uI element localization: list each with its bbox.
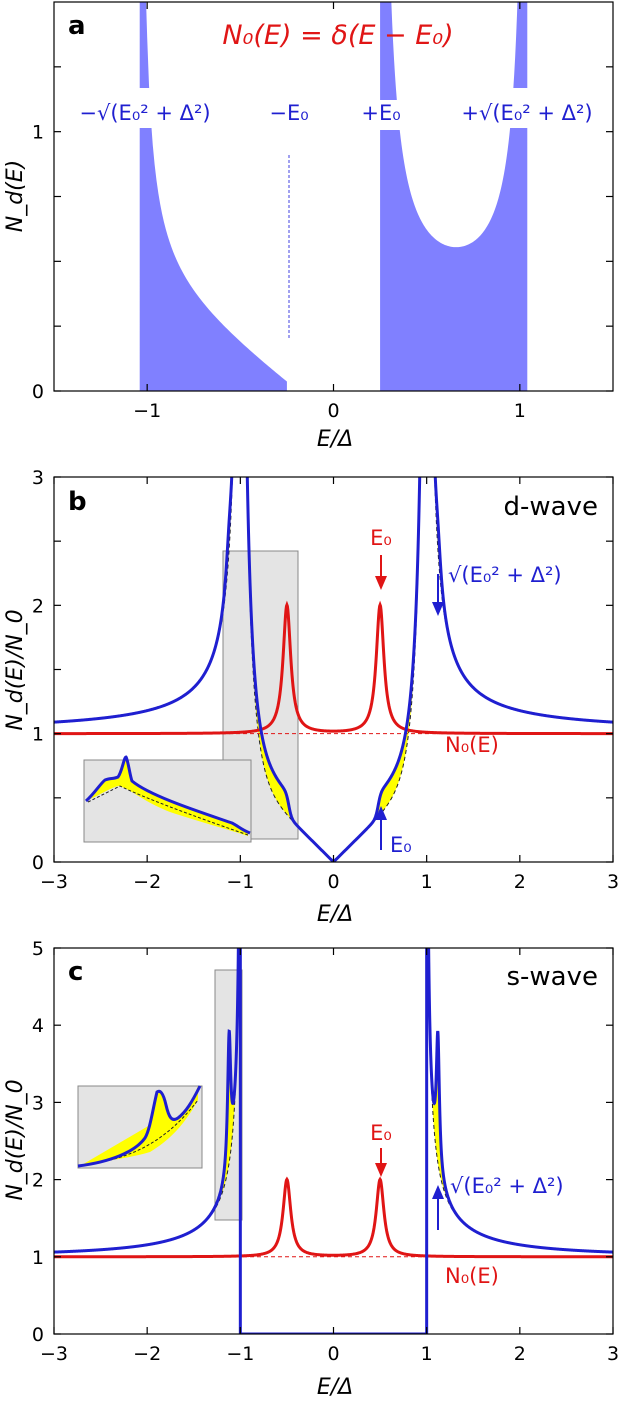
axis-ticks-c: −3 −2 −1 0 1 2 3 0 1 2 3 4 5 (32, 938, 619, 1365)
x-tick-label: 1 (421, 1343, 433, 1365)
x-tick-label: 0 (327, 1343, 339, 1365)
dos-fill-positive (380, 2, 528, 391)
label-bg-minus-sqrt (120, 88, 210, 128)
arrow-sqrt-up-c (432, 1185, 444, 1230)
highlight-area-c (221, 1031, 446, 1195)
x-tick-label: −1 (226, 1343, 254, 1365)
x-tick-label: −1 (226, 871, 254, 893)
x-tick-label: 2 (514, 1343, 526, 1365)
label-bg-plus-sqrt (462, 88, 602, 128)
annotation-e0-bottom-b: E₀ (390, 833, 412, 857)
panel-c: −3 −2 −1 0 1 2 3 0 1 2 3 4 5 c s-wave E₀ √(E₀² + Δ²)… (3, 938, 619, 1400)
annotation-n0-c: N₀(E) (445, 1264, 499, 1288)
series-n0-b (54, 600, 613, 736)
x-axis-label-b: E/Δ (317, 902, 353, 927)
arrow-e0-down-c (375, 1148, 387, 1177)
y-tick-label: 4 (32, 1015, 44, 1037)
annotation-n0-b: N₀(E) (445, 733, 499, 757)
x-tick-label: −3 (40, 871, 68, 893)
panel-b: −3 −2 −1 0 1 2 3 0 1 2 3 b d-wave E₀ √(E₀² + Δ²) N… (3, 467, 619, 927)
panel-label-a: a (68, 11, 86, 41)
y-tick-label: 3 (32, 1092, 44, 1114)
x-tick-label: −2 (133, 871, 161, 893)
x-tick-label: 2 (514, 871, 526, 893)
x-tick-label: 0 (327, 871, 339, 893)
x-tick-label: 1 (421, 871, 433, 893)
dos-fill-negative (139, 2, 287, 391)
label-bg-plus-e0 (355, 100, 407, 130)
inset-c (77, 1085, 203, 1169)
x-tick-label: 3 (607, 871, 619, 893)
y-tick-label: 2 (32, 1170, 44, 1192)
y-tick-label: 5 (32, 938, 44, 960)
annotation-sqrt-b: √(E₀² + Δ²) (448, 563, 562, 587)
y-tick-label: 2 (32, 595, 44, 617)
y-tick-label: 0 (32, 1324, 44, 1346)
reference-dashed-c (54, 948, 613, 1253)
arrow-e0-down-b (375, 555, 387, 590)
series-nd-c (54, 948, 613, 1334)
x-axis-label-c: E/Δ (317, 1375, 353, 1400)
y-axis-label-b: N_d(E)/N_0 (3, 609, 28, 730)
axis-ticks-a: −1 0 1 0 1 (32, 2, 613, 422)
x-tick-label: −3 (40, 1343, 68, 1365)
label-d-wave: d-wave (504, 492, 598, 522)
annotation-e0-c: E₀ (370, 1121, 392, 1145)
annotation-e0-b: E₀ (370, 526, 392, 550)
inset-b (83, 755, 252, 843)
x-axis-label-a: E/Δ (317, 427, 353, 452)
y-tick-label: 1 (32, 1247, 44, 1269)
arrow-sqrt-down-b (432, 574, 444, 616)
arrow-e0-up-b (375, 806, 387, 850)
title-a: N₀(E) = δ(E − E₀) (222, 20, 453, 51)
axis-ticks-b: −3 −2 −1 0 1 2 3 0 1 2 3 (32, 467, 619, 893)
y-tick-label: 0 (32, 381, 44, 403)
label-s-wave: s-wave (506, 962, 598, 992)
panel-label-b: b (68, 487, 87, 517)
y-axis-label-c: N_d(E)/N_0 (3, 1079, 28, 1200)
x-tick-label: 1 (514, 400, 526, 422)
annotation-sqrt-c: √(E₀² + Δ²) (450, 1174, 564, 1198)
series-n0-c (54, 1176, 613, 1259)
annotation-plus-sqrt: +√(E₀² + Δ²) (461, 101, 592, 125)
panel-label-c: c (68, 957, 83, 987)
x-tick-label: 0 (327, 400, 339, 422)
annotation-plus-e0: +E₀ (361, 101, 400, 125)
x-tick-label: −2 (133, 1343, 161, 1365)
x-tick-label: −1 (133, 400, 161, 422)
axes-frame-a (53, 1, 614, 392)
annotation-minus-sqrt: −√(E₀² + Δ²) (79, 101, 210, 125)
y-tick-label: 1 (32, 122, 44, 144)
y-axis-label-a: N_d(E) (3, 160, 28, 233)
y-tick-label: 3 (32, 467, 44, 489)
annotation-minus-e0: −E₀ (269, 101, 308, 125)
y-tick-label: 1 (32, 724, 44, 746)
y-tick-label: 0 (32, 852, 44, 874)
x-tick-label: 3 (607, 1343, 619, 1365)
